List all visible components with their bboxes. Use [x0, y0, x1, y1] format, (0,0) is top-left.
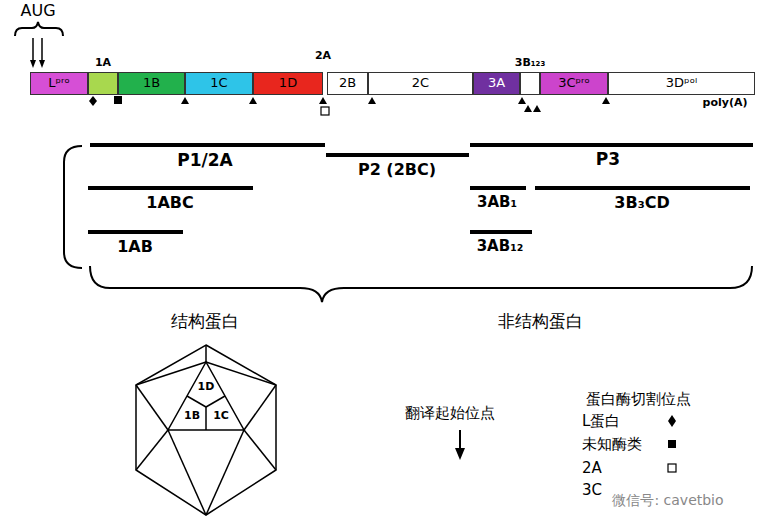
text-label: 2A [315, 50, 331, 63]
group-bracket [64, 146, 82, 268]
segment-label: Lᵖʳᵒ [48, 76, 70, 90]
text-label: 1C [213, 410, 229, 423]
capsid-icosahedron [136, 345, 276, 515]
genome-segment: 1B [118, 72, 185, 95]
segment-label: 3A [488, 76, 505, 90]
genome-segment: 3A [473, 72, 520, 95]
segment-label: 3Dᵖᵒˡ [666, 76, 697, 90]
genome-segment: 2B [327, 72, 368, 95]
legend-text: 未知酶类 [582, 436, 642, 453]
start-arrows [33, 38, 42, 62]
legend-arrow-head [455, 448, 465, 460]
text-label: 3AB₁₂ [477, 238, 524, 255]
genome-segment: 2C [368, 72, 473, 95]
text-label: poly(A) [703, 97, 748, 110]
3c-cleavage-triangles [181, 97, 610, 112]
l-cleavage-diamond [89, 96, 97, 106]
segment-label: 2C [412, 76, 429, 90]
segment-label: 1A [95, 57, 111, 69]
arrow-head [30, 60, 36, 68]
text-label: 3AB₁ [477, 194, 517, 211]
genome-segment: 3Dᵖᵒˡ [608, 72, 755, 95]
legend-text: 翻译起始位点 [405, 405, 495, 422]
product-bars [88, 145, 753, 232]
aug-brace [15, 22, 63, 36]
text-label: P3 [596, 150, 620, 170]
segment-label: 1C [210, 76, 227, 90]
text-label: P1/2A [177, 151, 232, 171]
text-label: 蛋白酶切割位点 [586, 391, 691, 408]
segment-label: 3Cᵖʳᵒ [558, 76, 590, 90]
unknown-cleavage-square [114, 96, 122, 104]
genome-segment: Lᵖʳᵒ [30, 72, 88, 95]
genome-segment: 1C [185, 72, 253, 95]
segment-label: 1D [279, 76, 297, 90]
genome-segment: 3B₁₂₃ [520, 72, 540, 95]
genome-segment: 3Cᵖʳᵒ [540, 72, 608, 95]
text-label: AUG [20, 2, 55, 20]
text-label: 1B [184, 410, 200, 423]
text-label: 微信号: cavetbio [612, 492, 723, 508]
text-label: 1ABC [146, 194, 193, 212]
legend-open-square [668, 464, 676, 472]
legend-arrow [459, 430, 461, 450]
segment-label: 2B [339, 76, 356, 90]
legend-text: 3C [582, 482, 602, 499]
text-label: P2 (2BC) [358, 161, 436, 179]
legend-diamond [668, 415, 676, 427]
legend-filled-square [668, 440, 676, 448]
genome-segment: 1D [253, 72, 323, 95]
protein-brace [90, 266, 752, 302]
text-label: 结构蛋白 [171, 312, 239, 332]
legend-text: 2A [582, 460, 602, 477]
genome-segment: 1A [88, 72, 118, 95]
segment-label: 3B₁₂₃ [515, 57, 546, 69]
text-label: 3B₃CD [614, 194, 669, 212]
text-label: 非结构蛋白 [498, 312, 583, 332]
text-label: 1AB [117, 238, 153, 256]
2a-cleavage-square [321, 107, 329, 115]
legend-text: L蛋白 [582, 413, 620, 430]
segment-label: 1B [143, 76, 160, 90]
arrow-head [39, 60, 45, 68]
text-label: 1D [198, 381, 215, 394]
